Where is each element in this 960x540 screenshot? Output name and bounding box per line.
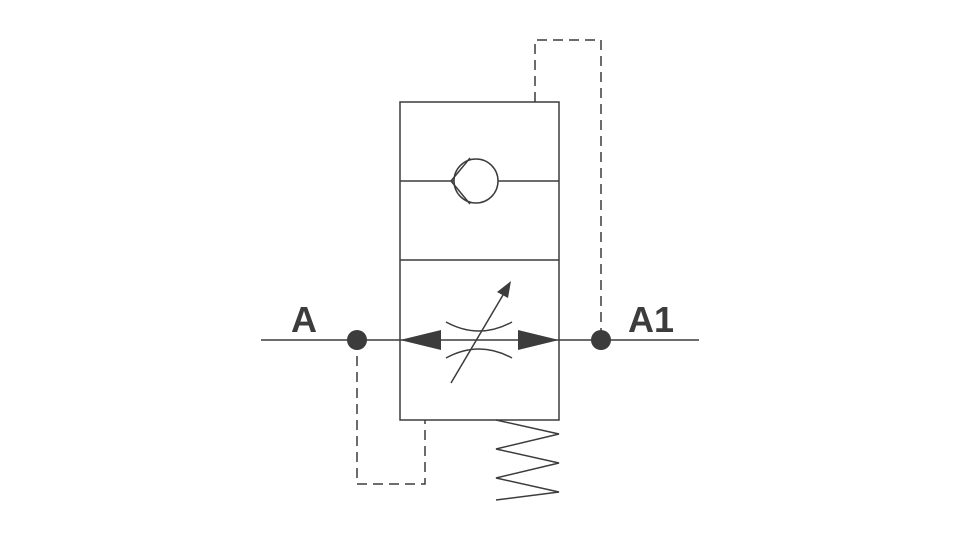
flow-arrow-right-icon xyxy=(518,330,559,350)
junction-dot-a xyxy=(347,330,367,350)
check-valve-ball xyxy=(453,158,499,204)
adjustable-throttle-icon xyxy=(445,281,513,384)
port-label-a: A xyxy=(291,299,317,340)
throttle-curve-upper xyxy=(445,321,513,332)
pilot-line-a1 xyxy=(534,39,602,340)
flow-arrow-left-icon xyxy=(400,330,441,350)
adjustment-arrow-shaft xyxy=(450,294,504,384)
throttle-curve-lower xyxy=(445,348,513,359)
adjustment-arrow-head-icon xyxy=(497,281,511,298)
pilot-line-a xyxy=(356,340,426,485)
spring-icon xyxy=(495,419,560,501)
valve-body xyxy=(399,101,560,421)
junction-dot-a1 xyxy=(591,330,611,350)
check-valve-icon xyxy=(450,157,499,205)
port-label-a1: A1 xyxy=(628,299,674,340)
check-valve-seat xyxy=(450,157,471,205)
